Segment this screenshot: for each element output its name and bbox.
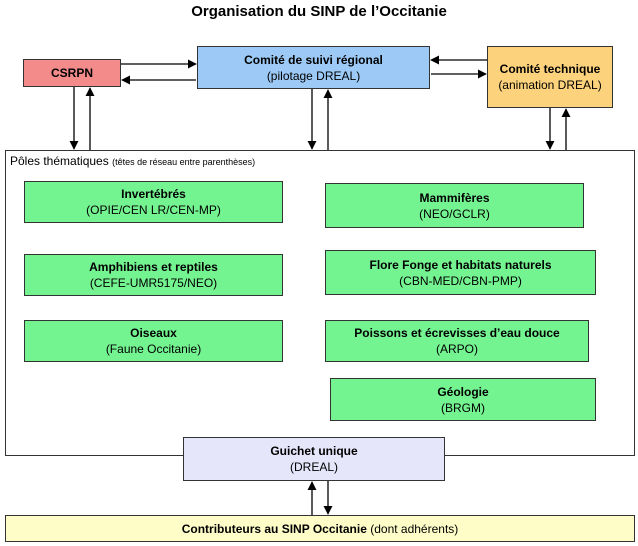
pole-invertebres: Invertébrés (OPIE/CEN LR/CEN-MP) <box>24 181 283 223</box>
pole-sub: (NEO/GCLR) <box>419 206 490 221</box>
pole-sub: (CEFE-UMR5175/NEO) <box>89 276 218 290</box>
comite-suivi-sub: (pilotage DREAL) <box>266 68 361 83</box>
pole-sub: (OPIE/CEN LR/CEN-MP) <box>86 203 221 217</box>
comite-suivi-box: Comité de suivi régional (pilotage DREAL… <box>197 46 430 89</box>
poles-note: (têtes de réseau entre parenthèses) <box>112 157 256 167</box>
pole-name: Flore Fonge et habitats naturels <box>369 257 552 272</box>
csrpn-label: CSRPN <box>50 66 93 80</box>
pole-geologie: Géologie (BRGM) <box>330 378 596 421</box>
contributeurs-sub: (dont adhérents) <box>370 521 459 536</box>
pole-name: Poissons et écrevisses d’eau douce <box>354 326 560 340</box>
pole-sub: (BRGM) <box>441 400 485 415</box>
pole-name: Oiseaux <box>130 326 177 340</box>
pole-mammiferes: Mammifères (NEO/GCLR) <box>325 183 584 228</box>
csrpn-box: CSRPN <box>23 59 121 87</box>
poles-label: Pôles thématiques <box>10 154 109 168</box>
comite-suivi-label: Comité de suivi régional <box>244 52 383 67</box>
pole-sub: (CBN-MED/CBN-PMP) <box>399 273 522 288</box>
pole-amphibiens-reptiles: Amphibiens et reptiles (CEFE-UMR5175/NEO… <box>24 254 283 296</box>
comite-technique-sub: (animation DREAL) <box>498 78 602 92</box>
pole-flore-fonge: Flore Fonge et habitats naturels (CBN-ME… <box>325 250 596 295</box>
pole-name: Géologie <box>437 384 489 399</box>
poles-title: Pôles thématiques (têtes de réseau entre… <box>10 154 255 168</box>
contributeurs-box: Contributeurs au SINP Occitanie (dont ad… <box>5 515 635 542</box>
pole-name: Mammifères <box>419 190 490 205</box>
contributeurs-label: Contributeurs au SINP Occitanie <box>181 521 367 536</box>
pole-poissons-ecrevisses: Poissons et écrevisses d’eau douce (ARPO… <box>325 320 589 362</box>
pole-oiseaux: Oiseaux (Faune Occitanie) <box>24 320 283 362</box>
comite-technique-box: Comité technique (animation DREAL) <box>487 46 613 108</box>
guichet-label: Guichet unique <box>270 444 358 458</box>
comite-technique-label: Comité technique <box>499 62 601 76</box>
pole-name: Invertébrés <box>121 187 186 201</box>
diagram-title: Organisation du SINP de l’Occitanie <box>191 3 447 20</box>
pole-sub: (Faune Occitanie) <box>105 342 202 356</box>
pole-name: Amphibiens et reptiles <box>89 260 218 274</box>
guichet-unique-box: Guichet unique (DREAL) <box>183 437 445 481</box>
guichet-sub: (DREAL) <box>289 460 338 474</box>
pole-sub: (ARPO) <box>436 342 478 356</box>
